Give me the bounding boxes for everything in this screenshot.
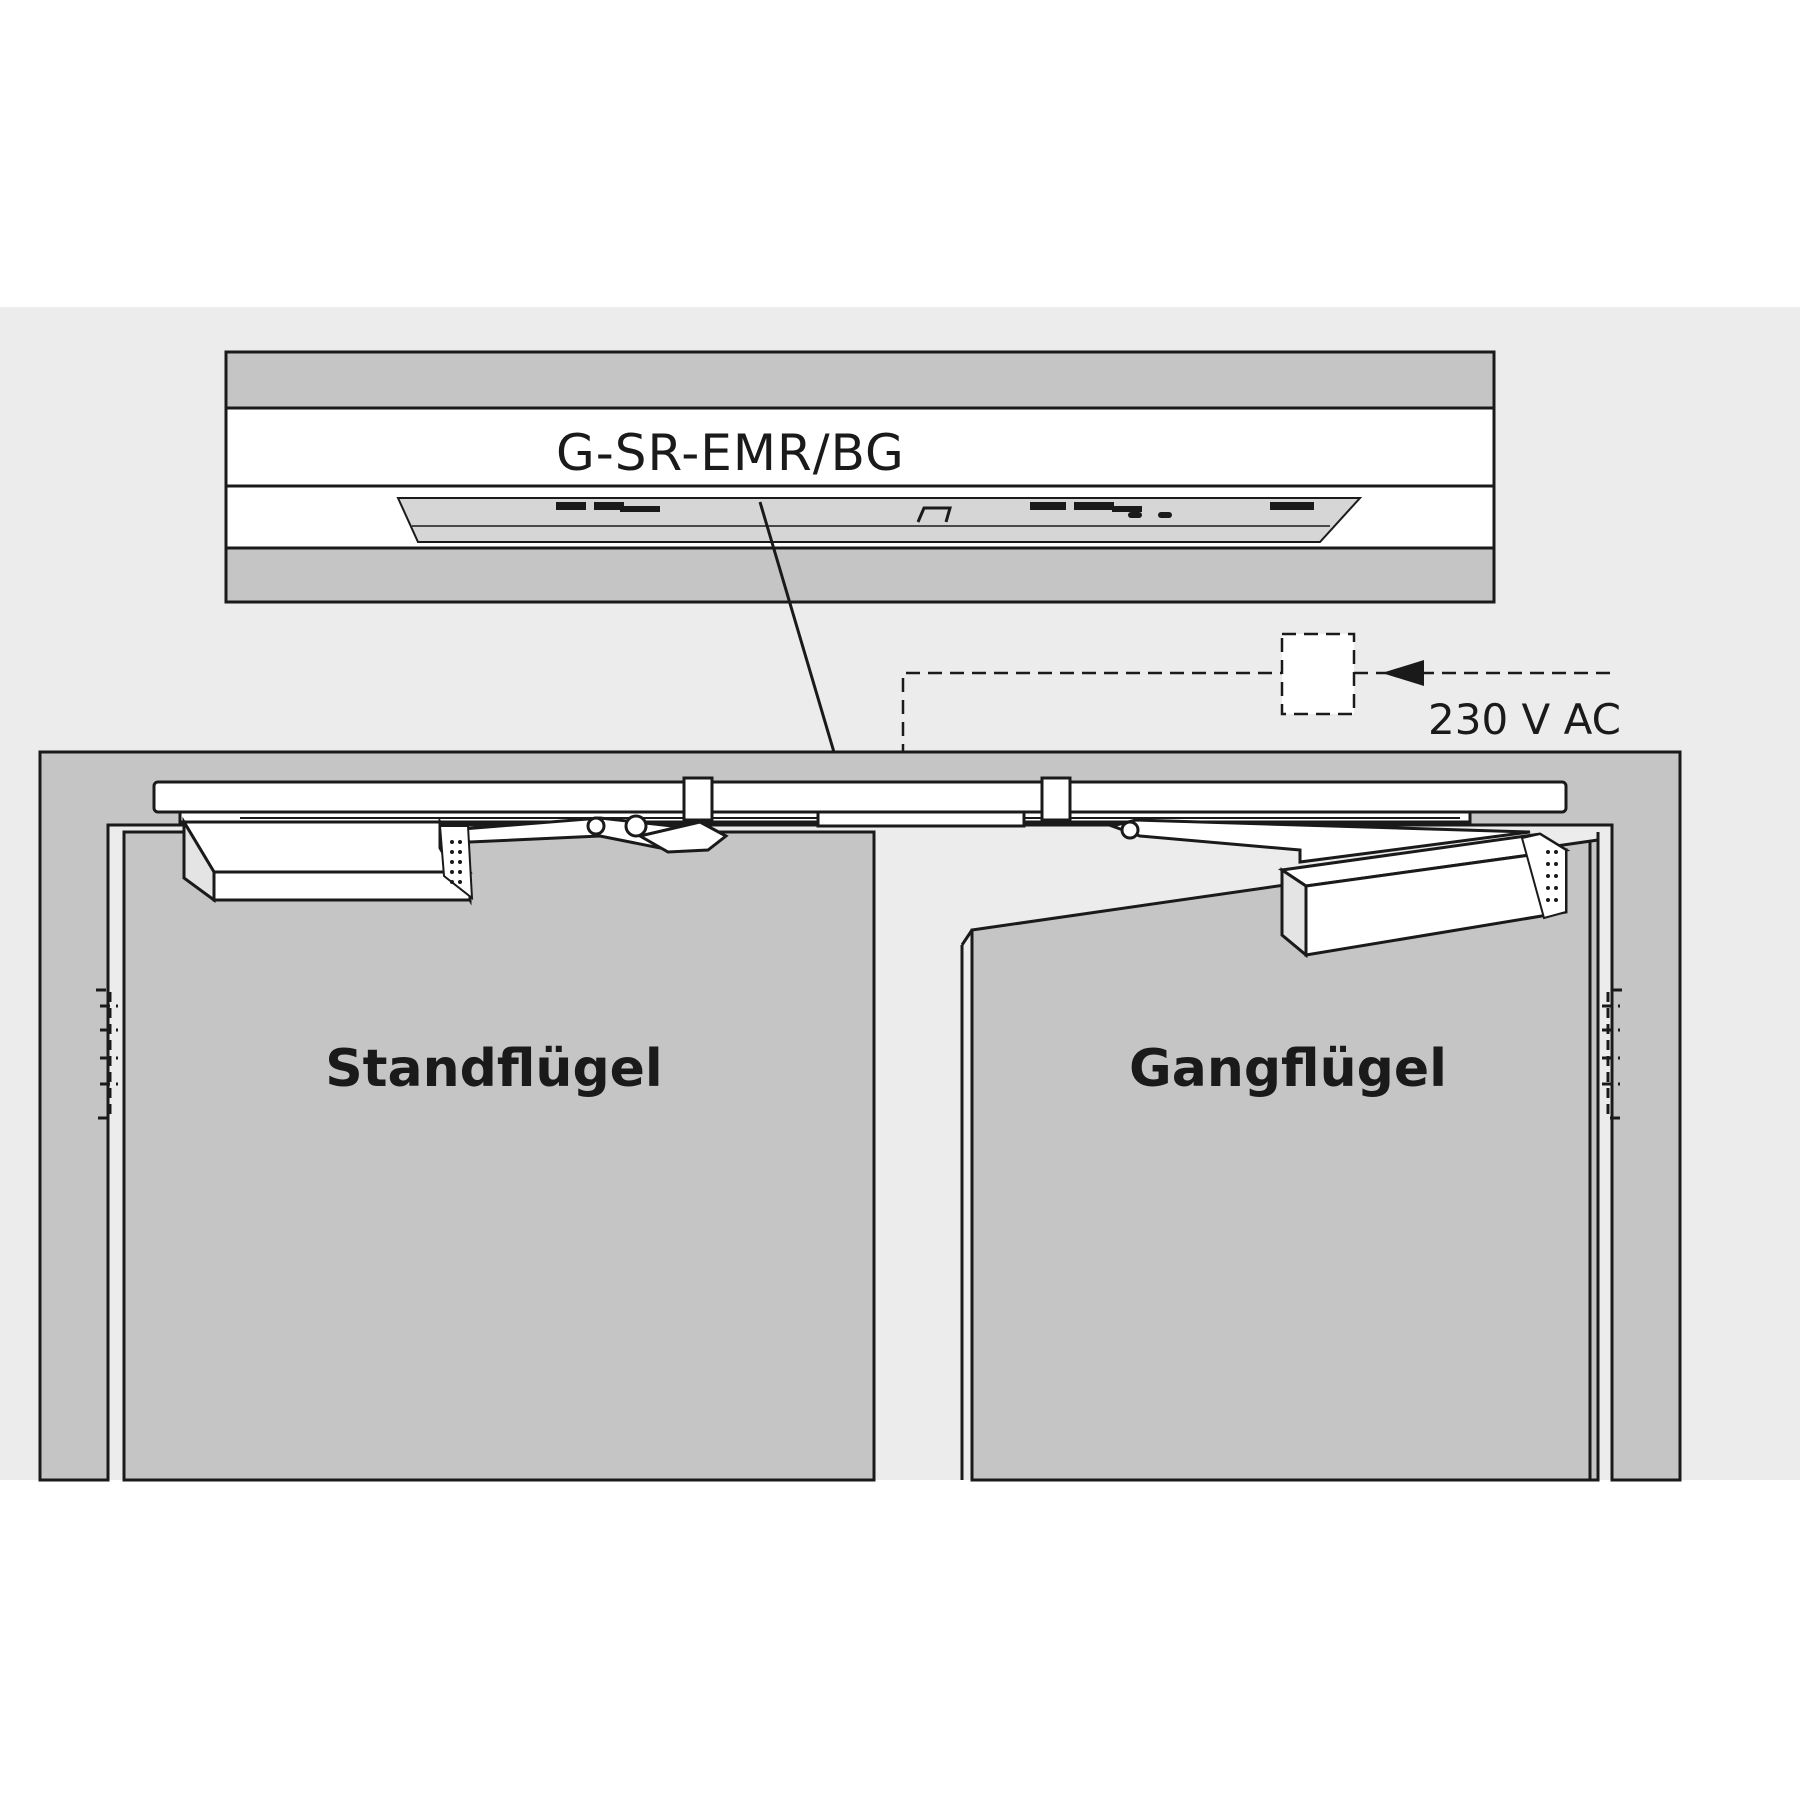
left-door-closer bbox=[181, 814, 729, 906]
right-door-closer bbox=[1106, 818, 1571, 959]
left-leaf bbox=[122, 830, 876, 1482]
power-wiring bbox=[901, 632, 1612, 780]
left-hinge bbox=[96, 988, 118, 1120]
inset-rail bbox=[396, 497, 1363, 543]
inset-rail-clip bbox=[916, 506, 952, 523]
left-bracket bbox=[682, 776, 714, 822]
product-label: G-SR-EMR/BG bbox=[556, 424, 905, 482]
control-unit bbox=[816, 810, 1026, 828]
inset-rail-details bbox=[556, 502, 1314, 518]
left-closer-vents bbox=[450, 840, 462, 884]
junction-box bbox=[1280, 632, 1356, 716]
right-closer-vents bbox=[1546, 850, 1558, 902]
right-leaf bbox=[960, 838, 1600, 1482]
detail-inset bbox=[224, 350, 1496, 604]
slide-rail bbox=[152, 776, 1568, 828]
right-bracket bbox=[1040, 776, 1072, 822]
right-leaf-label: Gangflügel bbox=[1129, 1039, 1447, 1099]
right-hinge bbox=[1602, 988, 1622, 1120]
power-arrow-icon bbox=[1382, 660, 1424, 686]
left-leaf-label: Standflügel bbox=[325, 1039, 663, 1099]
power-label: 230 V AC bbox=[1428, 695, 1621, 744]
